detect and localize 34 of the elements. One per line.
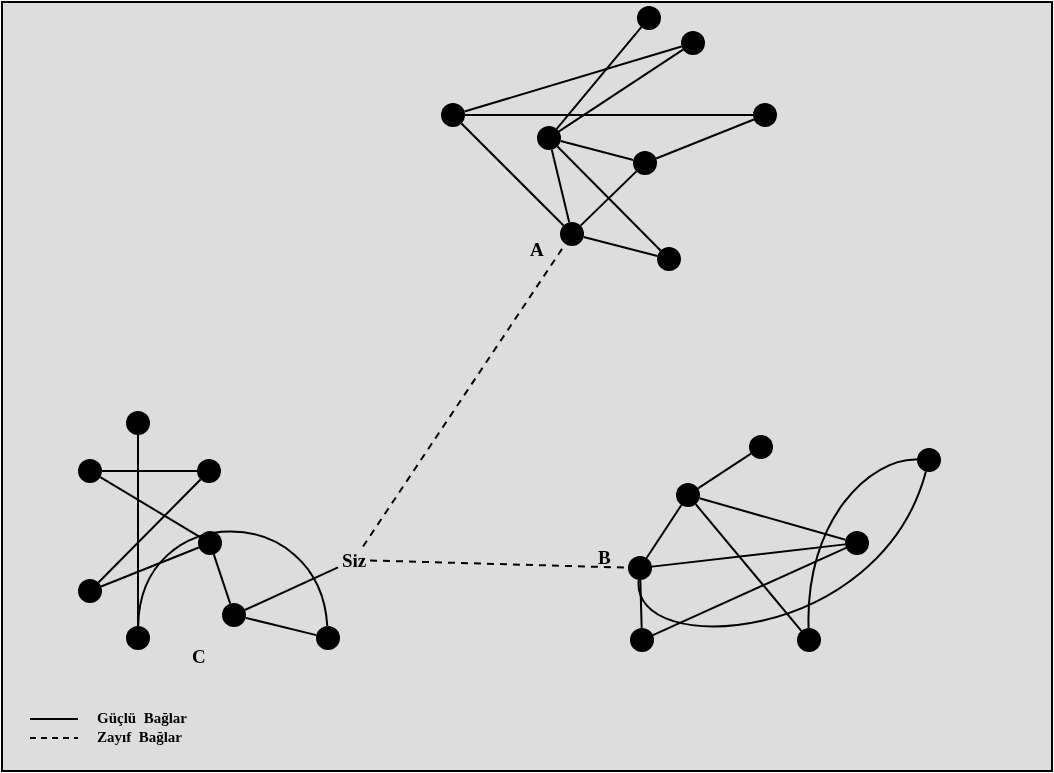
strong-tie-line	[645, 504, 683, 559]
strong-tie-line	[694, 503, 803, 632]
strong-tie-line	[556, 145, 662, 252]
strong-tie-line	[639, 579, 643, 629]
node-label: Siz	[342, 550, 367, 570]
strong-tie-line	[807, 458, 918, 629]
strong-tie-line	[698, 497, 847, 541]
strong-tie-line	[697, 452, 752, 490]
strong-tie-line	[100, 546, 200, 588]
legend-text: Güçlü Bağlar	[97, 711, 187, 726]
strong-tie-line	[579, 170, 638, 227]
strong-tie-line	[463, 45, 683, 113]
strong-tie-line	[582, 236, 659, 257]
strong-tie-line	[137, 530, 329, 627]
strong-tie-line	[244, 616, 318, 637]
strong-tie-line	[243, 566, 339, 611]
strong-tie-line	[460, 122, 565, 227]
strong-tie-line	[651, 546, 848, 637]
strong-tie-line	[550, 148, 571, 224]
strong-tie-line	[99, 476, 201, 538]
strong-tie-line	[558, 48, 684, 133]
strong-tie-line	[637, 470, 927, 627]
strong-tie-line	[212, 553, 232, 605]
strong-tie-line	[655, 118, 755, 160]
strong-tie-line	[555, 26, 643, 130]
strong-tie-line	[559, 140, 635, 161]
cluster-label: C	[192, 647, 206, 666]
cluster-label: A	[530, 240, 544, 259]
strong-tie-line	[97, 478, 202, 584]
cluster-label: B	[598, 548, 611, 567]
strong-tie-line	[101, 470, 198, 472]
legend-text: Zayıf Bağlar	[97, 730, 182, 745]
strong-tie-line	[650, 543, 847, 568]
strong-tie-line	[464, 114, 754, 116]
